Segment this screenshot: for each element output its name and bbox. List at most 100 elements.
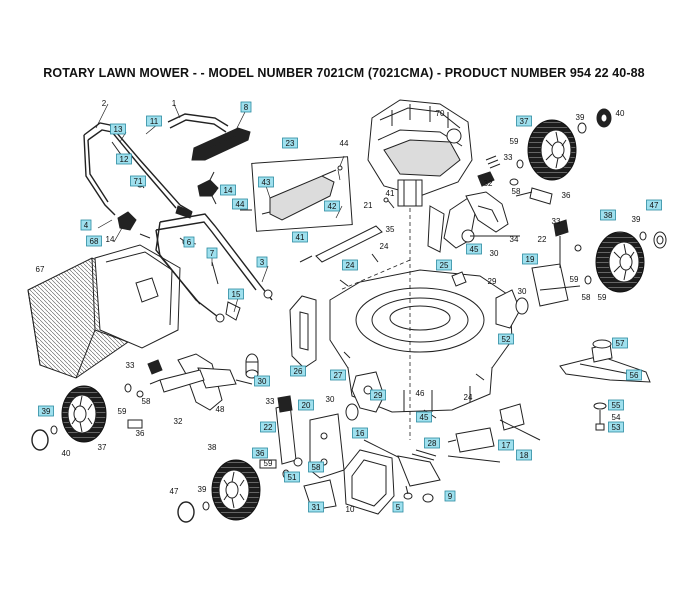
callout-number: 45	[420, 413, 429, 422]
diagram-title: ROTARY LAWN MOWER - - MODEL NUMBER 7021C…	[43, 66, 645, 80]
chute-nuts-5-9	[403, 485, 434, 503]
callout-number: 19	[526, 255, 535, 264]
callout-57-box: 57	[612, 337, 628, 349]
callout-18-box: 18	[516, 449, 532, 461]
hubcap-39-40-left	[31, 425, 58, 451]
callout-45-box: 45	[416, 411, 432, 423]
callout-2: 2	[102, 99, 107, 108]
callout-number: 7	[210, 249, 215, 258]
callout-41: 41	[386, 189, 395, 198]
callout-number: 41	[296, 233, 305, 242]
callout-number: 38	[208, 443, 217, 452]
callout-58: 58	[142, 397, 151, 406]
callout-number: 43	[262, 178, 271, 187]
callout-number: 23	[286, 139, 295, 148]
bolt-36-left	[127, 419, 143, 429]
callout-number: 30	[258, 377, 267, 386]
callout-number: 58	[512, 187, 521, 196]
callout-20-box: 20	[298, 399, 314, 411]
callout-number: 12	[120, 155, 129, 164]
callout-number: 59	[598, 293, 607, 302]
washer-58-top	[509, 178, 519, 186]
callout-number: 10	[346, 505, 355, 514]
callout-number: 24	[380, 242, 389, 251]
height-lever-48	[177, 353, 253, 411]
callout-number: 46	[416, 389, 425, 398]
callout-46: 46	[416, 389, 425, 398]
callout-number: 58	[142, 397, 151, 406]
callout-44-box: 44	[232, 198, 248, 210]
callout-number: 22	[538, 235, 547, 244]
spacer-30-left	[245, 353, 259, 379]
bail-handle	[191, 127, 251, 161]
callout-37-box: 37	[516, 115, 532, 127]
callout-number: 51	[288, 473, 297, 482]
callout-number: 37	[520, 117, 529, 126]
callout-36: 36	[136, 429, 145, 438]
wheel-rear-left	[61, 385, 107, 443]
callout-11-box: 11	[146, 115, 162, 127]
axle-34	[465, 191, 509, 233]
callout-14-box: 14	[220, 184, 236, 196]
callout-number: 24	[464, 393, 473, 402]
callout-35: 35	[386, 225, 395, 234]
callout-number: 39	[632, 215, 641, 224]
callout-30: 30	[326, 395, 335, 404]
callout-32: 32	[174, 417, 183, 426]
callout-33: 33	[552, 217, 561, 226]
callout-number: 67	[36, 265, 45, 274]
callout-45-box: 45	[466, 243, 482, 255]
callout-number: 33	[504, 153, 513, 162]
callout-number: 5	[396, 503, 401, 512]
callout-number: 1	[172, 99, 177, 108]
callout-number: 17	[502, 441, 511, 450]
bag-frame	[94, 244, 181, 349]
callout-59: 59	[570, 275, 579, 284]
callout-number: 21	[364, 201, 373, 210]
callout-number: 40	[616, 109, 625, 118]
cable-knob	[197, 171, 219, 205]
callout-number: 4	[84, 221, 89, 230]
callout-number: 2	[102, 99, 107, 108]
adjuster-front-right	[531, 219, 592, 307]
callout-21: 21	[364, 201, 373, 210]
callout-number: 22	[264, 423, 273, 432]
hubcap-47-left	[177, 501, 210, 523]
chute-hinge-16	[363, 439, 441, 487]
callout-number: 58	[582, 293, 591, 302]
callout-39: 39	[632, 215, 641, 224]
callout-12-box: 12	[116, 153, 132, 165]
callout-39: 39	[198, 485, 207, 494]
callout-number: 9	[448, 492, 453, 501]
callout-5-box: 5	[392, 501, 404, 513]
callout-59: 59	[598, 293, 607, 302]
callout-number: 36	[136, 429, 145, 438]
callout-40: 40	[616, 109, 625, 118]
callout-number: 39	[576, 113, 585, 122]
callout-10: 10	[346, 505, 355, 514]
callout-number: 57	[616, 339, 625, 348]
bag-mount-line	[339, 259, 411, 291]
callout-number: 3	[260, 258, 265, 267]
spring-33-top	[477, 155, 501, 187]
callout-number: 40	[62, 449, 71, 458]
callout-42-box: 42	[324, 200, 340, 212]
callout-71-box: 71	[130, 175, 146, 187]
washer-59-top	[516, 159, 524, 169]
discharge-door	[351, 371, 385, 413]
callout-number: 59	[118, 407, 127, 416]
callout-31-box: 31	[308, 501, 324, 513]
discharge-chute	[343, 449, 395, 515]
callout-number: 14	[224, 186, 233, 195]
callout-number: 29	[488, 277, 497, 286]
blade-bolt-53-55	[593, 402, 607, 431]
callout-number: 38	[604, 211, 613, 220]
callout-36-box: 36	[252, 447, 268, 459]
callout-13-box: 13	[110, 123, 126, 135]
callout-41-box: 41	[292, 231, 308, 243]
callout-number: 32	[484, 179, 493, 188]
callout-43-box: 43	[258, 176, 274, 188]
callout-4-box: 4	[80, 219, 92, 231]
callout-number: 45	[470, 245, 479, 254]
